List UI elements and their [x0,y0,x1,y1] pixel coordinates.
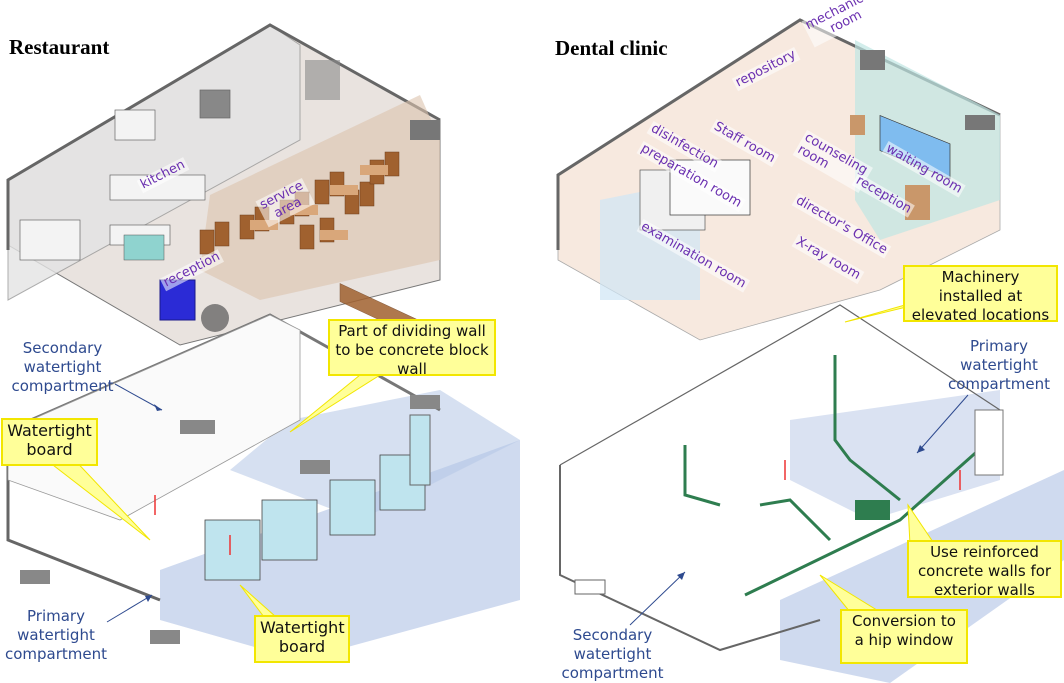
dental-clinic-title: Dental clinic [555,36,668,60]
callout-watertight-board-entrance: Watertight board [254,615,350,663]
restaurant-title: Restaurant [9,35,110,59]
callout-reinforced-concrete-walls: Use reinforced concrete walls for exteri… [907,540,1062,599]
callout-watertight-board-kitchen: Watertight board [1,418,98,466]
restaurant-secondary-compartment-label: Secondary watertight compartment [11,339,114,395]
dental-secondary-compartment-label: Secondary watertight compartment [561,626,664,682]
callout-machinery-elevated: Machinery installed at elevated location… [903,265,1058,324]
callout-dividing-wall: Part of dividing wall to be concrete blo… [328,319,496,378]
callout-hip-window: Conversion to a hip window [840,609,968,664]
dental-primary-compartment-label: Primary watertight compartment [947,337,1051,393]
restaurant-plan-lower [6,313,520,660]
restaurant-plan-upper [6,23,441,346]
restaurant-primary-compartment-label: Primary watertight compartment [4,607,108,663]
